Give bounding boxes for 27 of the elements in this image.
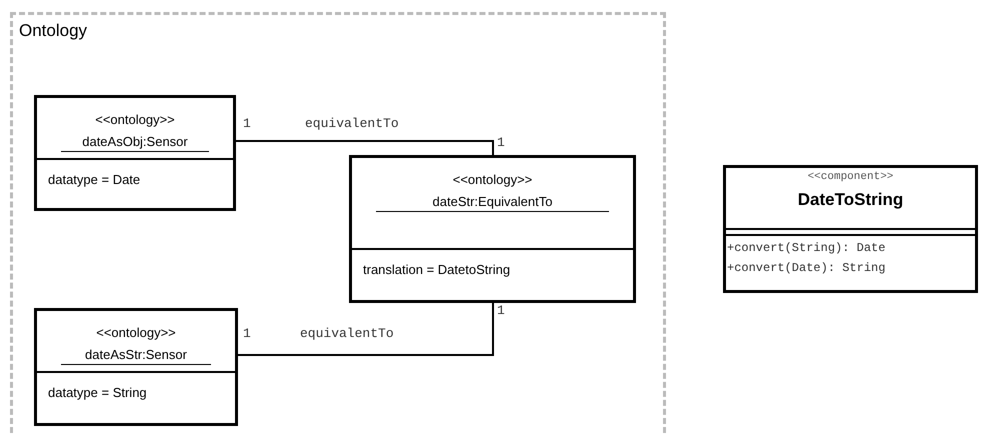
operation-text: +convert(Date): String <box>727 261 886 275</box>
multiplicity-label: 1 <box>497 135 505 150</box>
multiplicity-label: 1 <box>243 116 251 131</box>
stereotype-text: <<ontology>> <box>95 325 177 340</box>
component-box <box>723 165 978 293</box>
edge-label: equivalentTo <box>305 116 399 131</box>
object-box <box>34 95 236 211</box>
object-name: dateAsStr:Sensor <box>61 347 211 365</box>
association-line <box>236 140 494 155</box>
class-name: DateToString <box>796 190 904 210</box>
attribute-text: datatype = String <box>48 385 147 400</box>
group-frame <box>10 12 666 434</box>
object-box <box>34 308 238 426</box>
stereotype-text: <<component>> <box>806 171 894 183</box>
operation-text: +convert(String): Date <box>727 241 886 255</box>
attribute-text: translation = DatetoString <box>363 262 510 277</box>
object-name: dateStr:EquivalentTo <box>376 194 609 212</box>
object-name: dateAsObj:Sensor <box>61 134 209 152</box>
object-box <box>349 155 636 303</box>
multiplicity-label: 1 <box>497 303 505 318</box>
association-line <box>238 303 494 356</box>
multiplicity-label: 1 <box>243 326 251 341</box>
edge-label: equivalentTo <box>300 326 394 341</box>
stereotype-text: <<ontology>> <box>452 172 534 187</box>
attribute-text: datatype = Date <box>48 172 140 187</box>
stereotype-text: <<ontology>> <box>94 112 176 127</box>
group-title: Ontology <box>19 21 88 41</box>
